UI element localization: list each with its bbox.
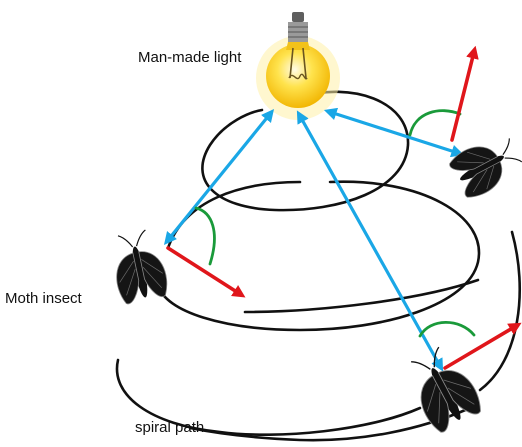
light-ray-right — [330, 112, 458, 153]
light-label: Man-made light — [138, 49, 241, 66]
flight-arrow-right — [452, 52, 474, 140]
spiral-label: spiral path — [135, 419, 204, 436]
moth-icon — [108, 228, 171, 306]
flight-directions — [168, 52, 516, 368]
flight-arrow-left — [168, 248, 240, 294]
angle-arc-bottom — [420, 322, 474, 336]
light-bulb-icon — [256, 12, 340, 120]
light-rays — [168, 112, 458, 366]
flight-arrow-bottom — [445, 326, 516, 368]
moth-icon — [401, 341, 486, 435]
moth-label: Moth insect — [5, 290, 82, 307]
moth-icon — [447, 129, 522, 201]
angle-arc-left — [196, 208, 214, 264]
